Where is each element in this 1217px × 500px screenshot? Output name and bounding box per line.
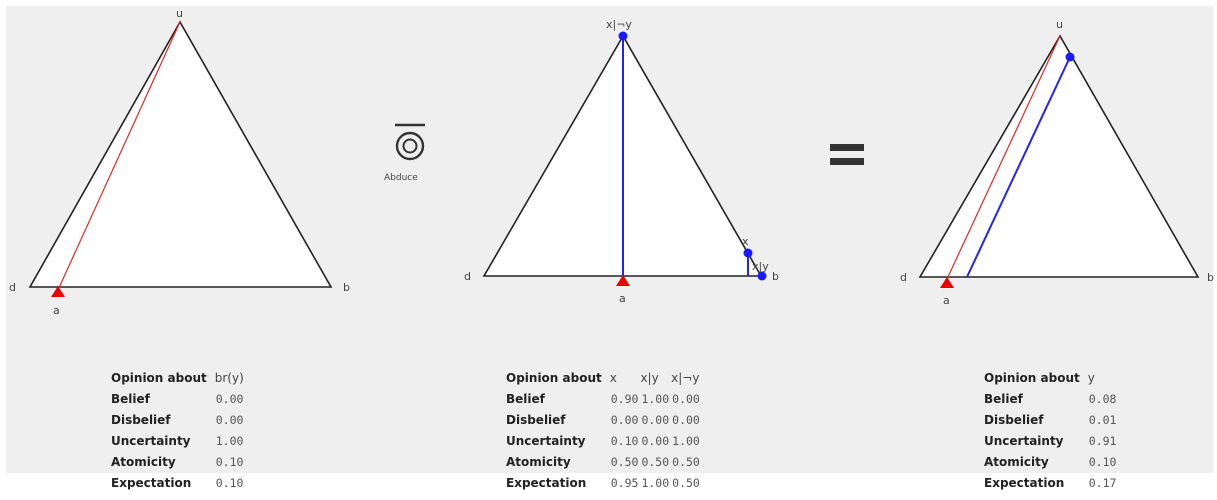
- opinion-header: Opinion about: [111, 370, 207, 385]
- point-x-given-y[interactable]: [757, 271, 767, 281]
- vertex-label-d: d: [464, 270, 471, 283]
- value-belief: 1.00: [641, 391, 670, 406]
- row-label-belief: Belief: [984, 391, 1023, 406]
- opinion-column-header: br(y): [214, 370, 244, 385]
- value-disbelief: 0.00: [672, 412, 700, 427]
- projector-line: [57, 21, 181, 291]
- value-atomicity: 0.50: [641, 454, 670, 469]
- value-belief: 0.00: [672, 391, 700, 406]
- opinion-column-header: x|¬y: [671, 370, 700, 385]
- abduce-operator-label: Abduce: [384, 173, 418, 183]
- value-expectation: 1.00: [641, 475, 670, 490]
- row-label-uncertainty: Uncertainty: [984, 433, 1064, 448]
- value-atomicity: 0.10: [1088, 454, 1117, 469]
- vertex-label-d: d: [900, 271, 907, 284]
- value-expectation: 0.95: [610, 475, 639, 490]
- value-expectation: 0.17: [1088, 475, 1117, 490]
- value-expectation: 0.50: [672, 475, 700, 490]
- base-rate-label: a: [619, 292, 626, 305]
- opinion-triangle: [918, 34, 1200, 278]
- opinion-table-middle: Opinion about x x|y x|¬y Belief 0.90 1.0…: [506, 367, 700, 493]
- point-x[interactable]: [743, 248, 753, 258]
- value-belief: 0.08: [1088, 391, 1117, 406]
- row-label-expectation: Expectation: [984, 475, 1065, 490]
- opinion-point-y[interactable]: [1065, 52, 1075, 62]
- opinion-triangle: [28, 20, 333, 288]
- value-disbelief: 0.01: [1088, 412, 1117, 427]
- row-label-uncertainty: Uncertainty: [111, 433, 191, 448]
- value-uncertainty: 0.91: [1088, 433, 1117, 448]
- projector-line: [946, 35, 1061, 280]
- row-label-expectation: Expectation: [111, 475, 192, 490]
- opinion-column-header: y: [1087, 370, 1095, 385]
- opinion-column-header: x: [609, 370, 617, 385]
- opinion-column-header: x|y: [640, 370, 659, 385]
- row-label-atomicity: Atomicity: [111, 454, 176, 469]
- vertex-label-b: b: [343, 281, 350, 294]
- row-label-disbelief: Disbelief: [984, 412, 1044, 427]
- value-disbelief: 0.00: [641, 412, 670, 427]
- value-atomicity: 0.50: [672, 454, 700, 469]
- row-label-disbelief: Disbelief: [111, 412, 171, 427]
- point-x-given-not-y[interactable]: [618, 31, 628, 41]
- value-belief: 0.00: [215, 391, 244, 406]
- value-expectation: 0.10: [215, 475, 244, 490]
- opinion-header: Opinion about: [984, 370, 1080, 385]
- vertex-label-b: b: [772, 270, 779, 283]
- equals-sign: [830, 144, 864, 166]
- value-uncertainty: 1.00: [672, 433, 700, 448]
- base-rate-label: a: [943, 294, 950, 307]
- point-label-x: x: [742, 235, 749, 248]
- base-rate-label: a: [53, 304, 60, 317]
- value-uncertainty: 0.10: [610, 433, 639, 448]
- triangle-left: u d b a: [9, 7, 350, 317]
- triangle-middle: x|¬y x x|y d b a: [464, 18, 779, 305]
- opinion-table-right: Opinion about y Belief 0.08 Disbelief 0.01…: [984, 367, 1116, 493]
- base-rate-marker[interactable]: [940, 277, 954, 288]
- row-label-uncertainty: Uncertainty: [506, 433, 586, 448]
- opinion-header: Opinion about: [506, 370, 602, 385]
- value-belief: 0.90: [610, 391, 639, 406]
- point-label-x-given-y: x|y: [752, 260, 769, 273]
- row-label-expectation: Expectation: [506, 475, 587, 490]
- vertex-label-u: u: [1056, 18, 1063, 31]
- triangle-right: u d b a: [900, 18, 1214, 307]
- value-uncertainty: 0.00: [641, 433, 670, 448]
- vertex-label-d: d: [9, 281, 16, 294]
- value-disbelief: 0.00: [610, 412, 639, 427]
- base-rate-marker[interactable]: [51, 286, 65, 297]
- row-label-disbelief: Disbelief: [506, 412, 566, 427]
- vertex-label-b: b: [1207, 271, 1214, 284]
- row-label-belief: Belief: [111, 391, 150, 406]
- point-label-x-given-not-y: x|¬y: [606, 18, 632, 31]
- value-atomicity: 0.10: [215, 454, 244, 469]
- opinion-table-left: Opinion about br(y) Belief 0.00 Disbelief…: [111, 367, 244, 493]
- vertex-label-u: u: [176, 7, 183, 20]
- value-atomicity: 0.50: [610, 454, 639, 469]
- value-disbelief: 0.00: [215, 412, 244, 427]
- row-label-atomicity: Atomicity: [506, 454, 571, 469]
- row-label-belief: Belief: [506, 391, 545, 406]
- row-label-atomicity: Atomicity: [984, 454, 1049, 469]
- opinion-projector-line: [966, 56, 1071, 278]
- base-rate-marker[interactable]: [616, 275, 630, 286]
- value-uncertainty: 1.00: [215, 433, 244, 448]
- abduce-operator-icon[interactable]: [392, 122, 428, 162]
